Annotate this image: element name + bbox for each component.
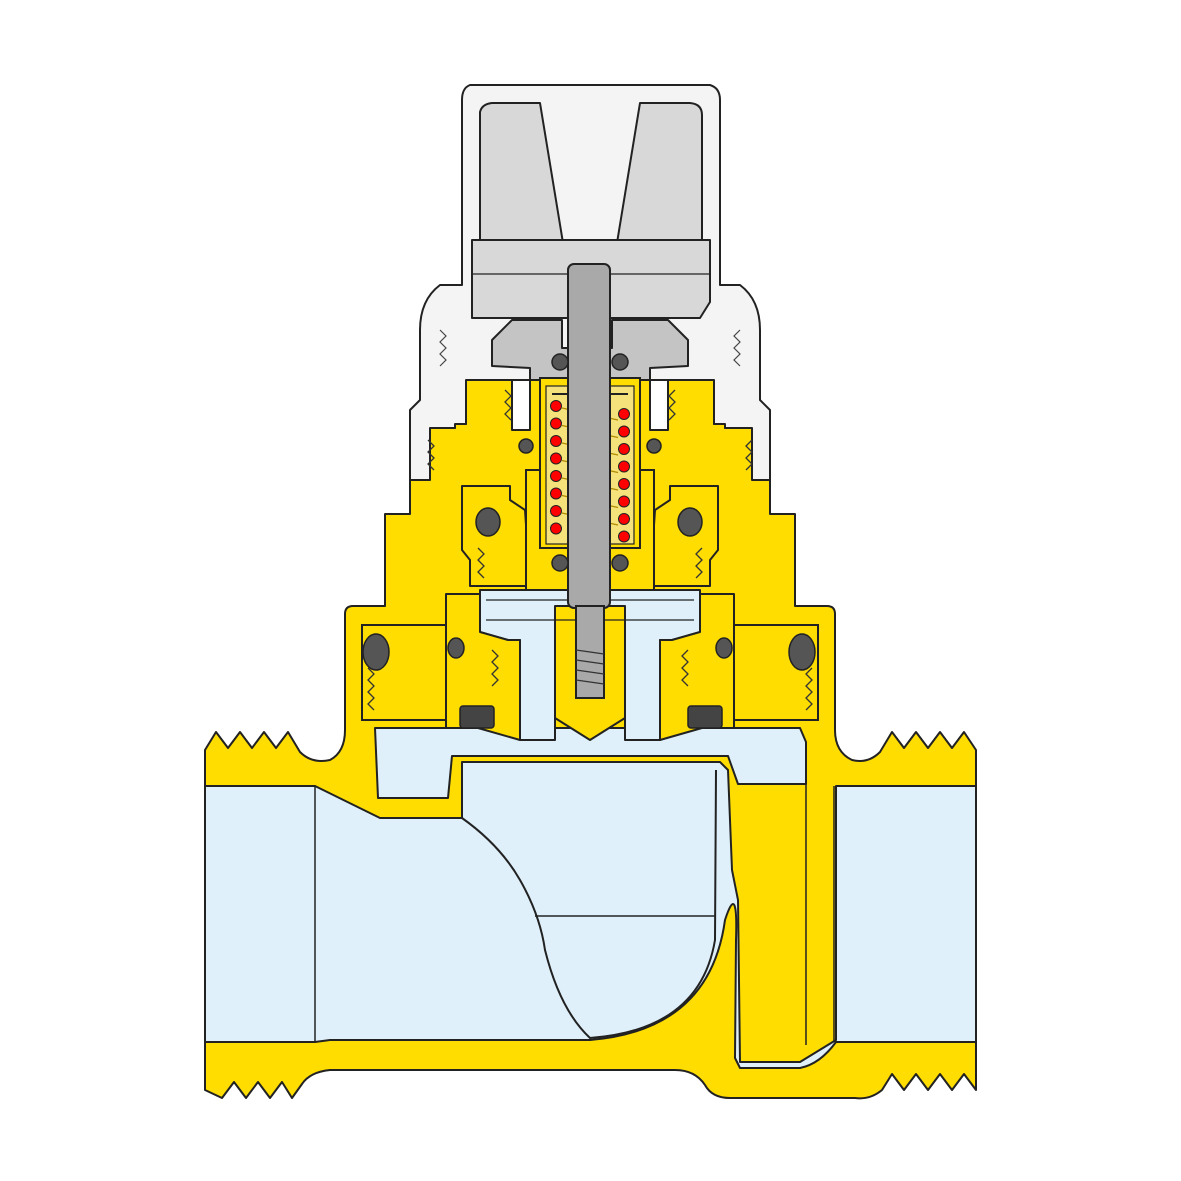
- stem: [567, 263, 611, 699]
- seal-washer-right: [687, 705, 723, 729]
- thread-l4: [367, 667, 375, 711]
- cap-thread-right: [733, 329, 741, 367]
- o-ring: [475, 507, 501, 537]
- o-ring: [646, 438, 662, 454]
- lower-sleeve-left: [445, 593, 521, 741]
- thread-r1: [745, 439, 753, 471]
- spring-turn-left: [550, 522, 562, 535]
- female-threads: [367, 389, 813, 711]
- thread-l3: [477, 547, 485, 579]
- flow-baffle: [461, 769, 717, 1040]
- thread-l1: [427, 439, 435, 471]
- spring-turn-left: [550, 487, 562, 500]
- o-ring: [715, 637, 733, 659]
- spring-turn-left: [550, 417, 562, 430]
- upper-chamber: [374, 727, 807, 799]
- thread-r4: [805, 667, 813, 711]
- spring-turn-right: [618, 460, 630, 473]
- spring-turn-left: [550, 400, 562, 412]
- o-ring: [362, 633, 390, 671]
- lower-sleeve-right: [659, 593, 735, 741]
- thread-l5: [491, 649, 499, 687]
- o-ring: [551, 353, 569, 371]
- stem-thread: [575, 649, 605, 685]
- flow-channel: [204, 727, 977, 1069]
- seal-washers: [459, 705, 723, 729]
- cap-thread-left: [439, 329, 447, 367]
- spring-turn-right: [618, 478, 630, 490]
- spring-turn-left: [550, 470, 562, 482]
- o-ring: [788, 633, 816, 671]
- spring-turn-right: [618, 408, 630, 420]
- thread-r2: [668, 389, 676, 421]
- flow-channel-shape: [204, 761, 977, 1069]
- seal-washer-left: [459, 705, 495, 729]
- spring-turn-right: [618, 513, 630, 525]
- o-ring: [518, 438, 534, 454]
- spring-turn-left: [550, 435, 562, 447]
- o-ring: [447, 637, 465, 659]
- o-ring: [611, 554, 629, 572]
- thread-r5: [681, 649, 689, 687]
- knob-top: [479, 102, 703, 256]
- thread-l2: [504, 389, 512, 421]
- spring-turn-right: [618, 495, 630, 508]
- o-rings: [362, 353, 816, 671]
- o-ring: [677, 507, 703, 537]
- stem-shaft: [567, 263, 611, 609]
- spring-turn-right: [618, 443, 630, 455]
- spring-turn-right: [618, 425, 630, 438]
- spring-turn-left: [550, 505, 562, 517]
- o-ring: [611, 353, 629, 371]
- thread-r3: [695, 547, 703, 579]
- o-ring: [551, 554, 569, 572]
- spring-turn-right: [618, 530, 630, 543]
- spring-turn-left: [550, 452, 562, 465]
